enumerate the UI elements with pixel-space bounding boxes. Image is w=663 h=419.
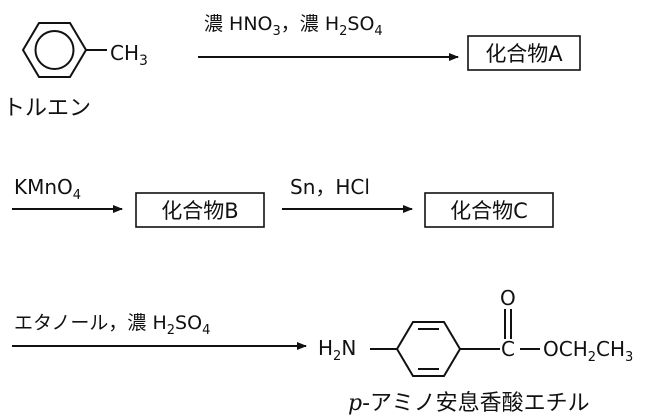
toluene-methyl-label: CH3 xyxy=(110,41,148,69)
compound-a-box xyxy=(467,35,581,71)
compound-c-box xyxy=(424,192,554,228)
step1-reagent: 濃 HNO3，濃 H2SO4 xyxy=(204,13,383,39)
product-benzene-ring xyxy=(395,321,462,377)
step4-reagent: エタノール，濃 H2SO4 xyxy=(14,312,210,338)
toluene-name: トルエン xyxy=(3,96,91,121)
compound-b-box xyxy=(135,192,265,228)
compound-a-label: 化合物A xyxy=(485,42,563,66)
product-carbonyl-oxygen: O xyxy=(500,286,516,310)
product-ester-label: OCH2CH3 xyxy=(543,337,633,365)
product-amine-label: H2N xyxy=(318,336,356,364)
product-structure xyxy=(370,309,540,377)
product-carbonyl-carbon: C xyxy=(501,337,515,361)
toluene-structure xyxy=(21,22,107,78)
toluene-aromatic-circle xyxy=(34,30,75,70)
toluene-benzene-ring xyxy=(21,22,88,78)
compound-b-label: 化合物B xyxy=(161,199,238,223)
compound-c-label: 化合物C xyxy=(450,199,528,223)
step3-reagent: Sn，HCl xyxy=(290,175,370,199)
step2-reagent: KMnO4 xyxy=(14,175,81,203)
product-name: p-アミノ安息香酸エチル xyxy=(348,391,590,416)
